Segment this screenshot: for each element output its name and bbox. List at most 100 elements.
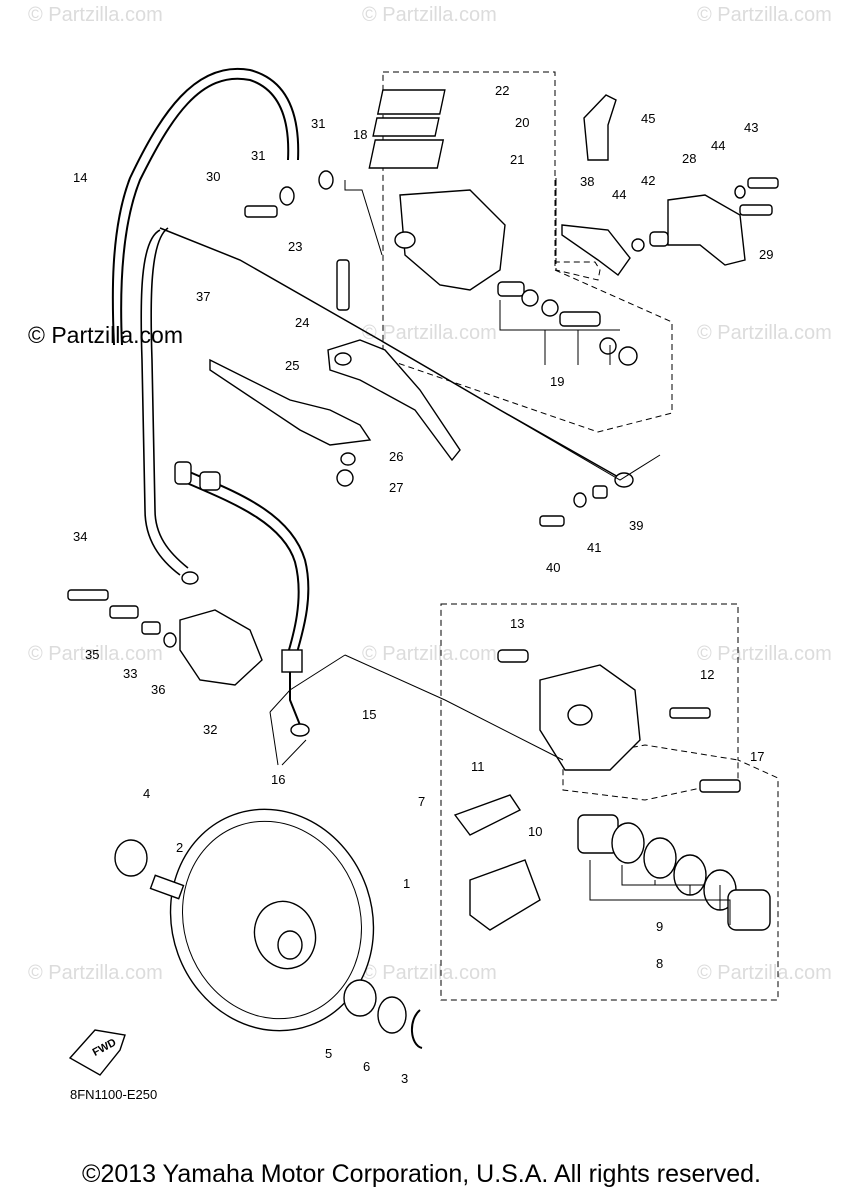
watermark: © Partzilla.com xyxy=(362,643,497,665)
collar-39 xyxy=(592,485,608,499)
spring-35 xyxy=(109,605,139,619)
pad-spring-11 xyxy=(453,794,522,836)
nut-27 xyxy=(336,469,354,487)
part-label: 14 xyxy=(73,170,87,185)
gasket-31b xyxy=(318,170,334,190)
brake-hose-lower-outer xyxy=(179,479,300,661)
hose-banjo-line xyxy=(289,672,301,726)
part-label: 5 xyxy=(325,1046,332,1061)
master-cylinder-group-outline xyxy=(382,71,673,433)
part-label: 33 xyxy=(123,666,137,681)
gasket-31a xyxy=(279,186,295,206)
part-label: 44 xyxy=(711,138,725,153)
caliper-group-outline xyxy=(440,603,779,1001)
diagram-code: 8FN1100-E250 xyxy=(70,1087,157,1102)
hose-fitting xyxy=(281,649,303,673)
bracket-28 xyxy=(667,194,746,266)
master-cylinder-body xyxy=(399,189,506,291)
piston-cup xyxy=(541,299,559,317)
union-bolt-30 xyxy=(244,205,278,218)
partzilla-brand-label: © Partzilla.com xyxy=(28,322,183,348)
bolt-40 xyxy=(539,515,565,527)
part-label: 41 xyxy=(587,540,601,555)
part-label: 7 xyxy=(418,794,425,809)
part-label: 34 xyxy=(73,529,87,544)
collar-33 xyxy=(141,621,161,635)
bolt-23 xyxy=(336,259,350,311)
washer-44b xyxy=(734,185,746,199)
part-label: 44 xyxy=(612,187,626,202)
part-label: 30 xyxy=(206,169,220,184)
watermark: © Partzilla.com xyxy=(28,4,163,26)
part-label: 10 xyxy=(528,824,542,839)
watermark: © Partzilla.com xyxy=(362,4,497,26)
part-label: 29 xyxy=(759,247,773,262)
cover-45 xyxy=(583,94,617,161)
leader-19a xyxy=(499,300,620,331)
leader-16-group xyxy=(269,654,564,761)
part-label: 16 xyxy=(271,772,285,787)
brake-hose-lower xyxy=(184,469,310,661)
part-label: 9 xyxy=(656,919,663,934)
watermark: © Partzilla.com xyxy=(28,643,163,665)
part-label: 25 xyxy=(285,358,299,373)
disc-inner-ring xyxy=(182,820,362,1020)
watermark: © Partzilla.com xyxy=(697,322,832,344)
watermark: © Partzilla.com xyxy=(362,322,497,344)
spacer-5 xyxy=(343,979,377,1017)
part-label: 15 xyxy=(362,707,376,722)
washer-44a xyxy=(631,238,645,252)
leader-cable-end xyxy=(499,409,661,481)
part-label: 40 xyxy=(546,560,560,575)
part-label: 26 xyxy=(389,449,403,464)
part-label: 4 xyxy=(143,786,150,801)
part-label: 6 xyxy=(363,1059,370,1074)
cable-upper-run xyxy=(159,227,621,479)
part-label: 42 xyxy=(641,173,655,188)
seal-4 xyxy=(114,839,148,877)
leader-master-hose xyxy=(344,180,383,256)
part-label: 21 xyxy=(510,152,524,167)
bleeder-13 xyxy=(497,649,529,663)
hose-banjo xyxy=(290,723,310,737)
cable-fitting-2 xyxy=(199,471,221,491)
watermark: © Partzilla.com xyxy=(697,4,832,26)
part-label: 2 xyxy=(176,840,183,855)
cable-end xyxy=(614,472,634,488)
part-label: 1 xyxy=(403,876,410,891)
seal-9a xyxy=(611,822,645,864)
reservoir-cap xyxy=(376,89,446,115)
leader-9 xyxy=(589,860,731,925)
part-label: 31 xyxy=(311,116,325,131)
part-label: 45 xyxy=(641,111,655,126)
part-label: 38 xyxy=(580,174,594,189)
leader-16 xyxy=(269,711,307,766)
part-label: 3 xyxy=(401,1071,408,1086)
bolt-29 xyxy=(739,204,773,216)
piston-clip xyxy=(618,346,638,366)
part-label: 37 xyxy=(196,289,210,304)
diaphragm xyxy=(368,139,445,169)
part-label: 39 xyxy=(629,518,643,533)
brake-cable-37-outer xyxy=(150,227,189,569)
caliper-32 xyxy=(179,609,263,686)
bolt-12 xyxy=(669,707,711,719)
master-cylinder-port xyxy=(394,231,416,249)
seal-9b xyxy=(643,837,677,879)
watermark: © Partzilla.com xyxy=(697,962,832,984)
part-label: 43 xyxy=(744,120,758,135)
collar-42 xyxy=(649,231,669,247)
piston-8b xyxy=(727,889,771,931)
key-2 xyxy=(149,874,185,900)
cap-plate xyxy=(372,117,440,137)
bracket-25 xyxy=(209,358,372,446)
bolt-34 xyxy=(67,589,109,601)
washer-36 xyxy=(163,632,177,648)
part-label: 17 xyxy=(750,749,764,764)
caliper-kit-outline xyxy=(562,744,739,801)
piston-spring xyxy=(497,281,525,297)
leader-19b xyxy=(544,330,611,365)
brake-hose-14-outer xyxy=(111,67,300,346)
washer-6 xyxy=(377,996,407,1034)
